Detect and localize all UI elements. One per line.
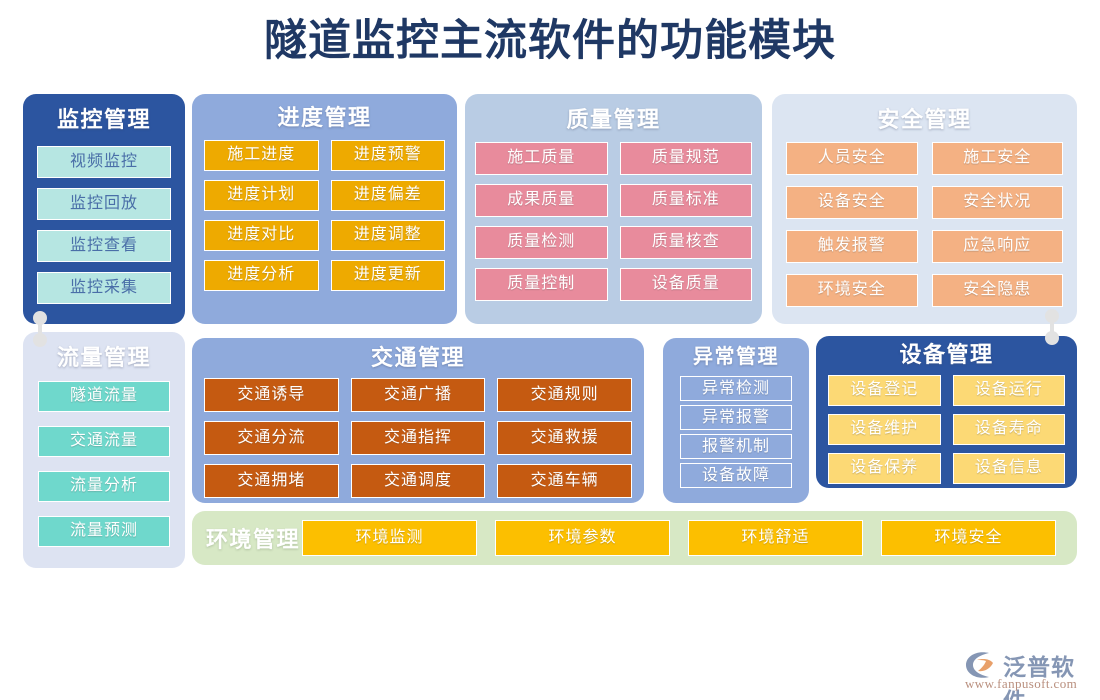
- module-button[interactable]: 交通调度: [350, 463, 486, 498]
- brand-name: 泛普软件: [1003, 654, 1075, 700]
- panel-items-monitor: 视频监控 监控回放 监控查看 监控采集: [23, 145, 185, 304]
- module-button[interactable]: 交通指挥: [350, 420, 486, 455]
- module-button[interactable]: 施工质量: [475, 141, 608, 175]
- module-button[interactable]: 触发报警: [786, 229, 918, 263]
- module-button[interactable]: 进度计划: [204, 179, 319, 211]
- module-button[interactable]: 异常检测: [680, 376, 792, 401]
- module-button[interactable]: 设备信息: [952, 452, 1065, 484]
- module-button[interactable]: 设备登记: [828, 374, 941, 406]
- panel-items-safety: 人员安全 施工安全 设备安全 安全状况 触发报警 应急响应 环境安全 安全隐患: [772, 141, 1077, 307]
- module-button[interactable]: 交通诱导: [204, 377, 339, 412]
- panel-title-device: 设备管理: [899, 342, 994, 367]
- panel-items-progress: 施工进度 进度预警 进度计划 进度偏差 进度对比 进度调整 进度分析 进度更新: [192, 139, 457, 291]
- panel-title-flow: 流量管理: [56, 345, 151, 370]
- module-button[interactable]: 报警机制: [680, 434, 792, 459]
- connector-dot-top: [1045, 309, 1059, 323]
- module-button[interactable]: 施工进度: [204, 139, 319, 171]
- module-button[interactable]: 交通规则: [497, 377, 632, 412]
- module-button[interactable]: 监控回放: [37, 187, 171, 220]
- panel-title-abnormal: 异常管理: [693, 346, 779, 368]
- connector-pin-right: [1043, 309, 1061, 349]
- module-button[interactable]: 环境安全: [786, 273, 918, 307]
- module-button[interactable]: 设备运行: [952, 374, 1065, 406]
- panel-title-progress: 进度管理: [277, 105, 372, 130]
- panel-flow-management[interactable]: 流量管理 隧道流量 交通流量 流量分析 流量预测: [23, 332, 185, 568]
- panel-items-abnormal: 异常检测 异常报警 报警机制 设备故障: [663, 376, 809, 488]
- module-button[interactable]: 环境监测: [302, 520, 478, 556]
- panel-monitor-management[interactable]: 监控管理 视频监控 监控回放 监控查看 监控采集: [23, 94, 185, 324]
- module-button[interactable]: 流量分析: [38, 470, 170, 502]
- module-button[interactable]: 进度分析: [204, 259, 319, 291]
- module-button[interactable]: 进度调整: [330, 219, 445, 251]
- module-button[interactable]: 监控采集: [37, 271, 171, 304]
- module-button[interactable]: 进度预警: [330, 139, 445, 171]
- module-button[interactable]: 环境舒适: [688, 520, 864, 556]
- module-button[interactable]: 设备维护: [828, 413, 941, 445]
- module-button[interactable]: 交通拥堵: [204, 463, 339, 498]
- module-button[interactable]: 流量预测: [38, 515, 170, 547]
- panel-items-device: 设备登记 设备运行 设备维护 设备寿命 设备保养 设备信息: [816, 374, 1077, 484]
- module-button[interactable]: 设备故障: [680, 463, 792, 488]
- module-button[interactable]: 施工安全: [931, 141, 1063, 175]
- panel-items-quality: 施工质量 质量规范 成果质量 质量标准 质量检测 质量核查 质量控制 设备质量: [465, 141, 762, 301]
- module-button[interactable]: 交通车辆: [497, 463, 632, 498]
- panel-safety-management[interactable]: 安全管理 人员安全 施工安全 设备安全 安全状况 触发报警 应急响应 环境安全 …: [772, 94, 1077, 324]
- module-button[interactable]: 设备安全: [786, 185, 918, 219]
- panel-progress-management[interactable]: 进度管理 施工进度 进度预警 进度计划 进度偏差 进度对比 进度调整 进度分析 …: [192, 94, 457, 324]
- module-button[interactable]: 交通分流: [204, 420, 339, 455]
- module-button[interactable]: 交通流量: [38, 425, 170, 457]
- module-button[interactable]: 质量标准: [619, 183, 752, 217]
- module-button[interactable]: 设备质量: [619, 267, 752, 301]
- module-button[interactable]: 设备寿命: [952, 413, 1065, 445]
- module-button[interactable]: 人员安全: [786, 141, 918, 175]
- module-button[interactable]: 进度对比: [204, 219, 319, 251]
- panel-title-safety: 安全管理: [877, 107, 972, 132]
- module-button[interactable]: 视频监控: [37, 145, 171, 178]
- module-button[interactable]: 安全状况: [931, 185, 1063, 219]
- module-button[interactable]: 交通广播: [350, 377, 486, 412]
- module-button[interactable]: 监控查看: [37, 229, 171, 262]
- panel-traffic-management[interactable]: 交通管理 交通诱导 交通广播 交通规则 交通分流 交通指挥 交通救援 交通拥堵 …: [192, 338, 644, 503]
- module-button[interactable]: 环境安全: [881, 520, 1057, 556]
- connector-stem: [38, 317, 42, 343]
- panel-title-traffic: 交通管理: [370, 345, 465, 370]
- module-button[interactable]: 质量检测: [475, 225, 608, 259]
- panel-items-flow: 隧道流量 交通流量 流量分析 流量预测: [23, 380, 185, 547]
- panel-abnormal-management[interactable]: 异常管理 异常检测 异常报警 报警机制 设备故障: [663, 338, 809, 503]
- module-button[interactable]: 安全隐患: [931, 273, 1063, 307]
- module-button[interactable]: 异常报警: [680, 405, 792, 430]
- panel-environment-management[interactable]: 环境管理 环境监测 环境参数 环境舒适 环境安全: [192, 511, 1077, 565]
- brand-logo: 泛普软件 www.fanpusoft.com: [963, 648, 1091, 700]
- page-title: 隧道监控主流软件的功能模块: [264, 18, 836, 65]
- module-button[interactable]: 进度更新: [330, 259, 445, 291]
- module-button[interactable]: 环境参数: [495, 520, 671, 556]
- panel-title-quality: 质量管理: [566, 107, 661, 132]
- module-button[interactable]: 交通救援: [497, 420, 632, 455]
- module-button[interactable]: 设备保养: [828, 452, 941, 484]
- module-button[interactable]: 质量控制: [475, 267, 608, 301]
- module-button[interactable]: 质量规范: [619, 141, 752, 175]
- connector-stem: [1050, 315, 1054, 341]
- panel-items-environment: 环境监测 环境参数 环境舒适 环境安全: [302, 520, 1063, 556]
- module-button[interactable]: 成果质量: [475, 183, 608, 217]
- connector-dot-bottom: [1045, 331, 1059, 345]
- module-button[interactable]: 质量核查: [619, 225, 752, 259]
- panel-title-environment: 环境管理: [206, 527, 301, 552]
- panel-quality-management[interactable]: 质量管理 施工质量 质量规范 成果质量 质量标准 质量检测 质量核查 质量控制 …: [465, 94, 762, 324]
- connector-dot-bottom: [33, 333, 47, 347]
- connector-pin-left: [31, 311, 49, 351]
- fanpu-logo-icon: [966, 652, 993, 678]
- module-button[interactable]: 隧道流量: [38, 380, 170, 412]
- module-button[interactable]: 应急响应: [931, 229, 1063, 263]
- panel-device-management[interactable]: 设备管理 设备登记 设备运行 设备维护 设备寿命 设备保养 设备信息: [816, 336, 1077, 488]
- module-button[interactable]: 进度偏差: [330, 179, 445, 211]
- brand-url: www.fanpusoft.com: [965, 676, 1078, 691]
- panel-items-traffic: 交通诱导 交通广播 交通规则 交通分流 交通指挥 交通救援 交通拥堵 交通调度 …: [192, 377, 644, 498]
- connector-dot-top: [33, 311, 47, 325]
- panel-title-monitor: 监控管理: [56, 107, 151, 132]
